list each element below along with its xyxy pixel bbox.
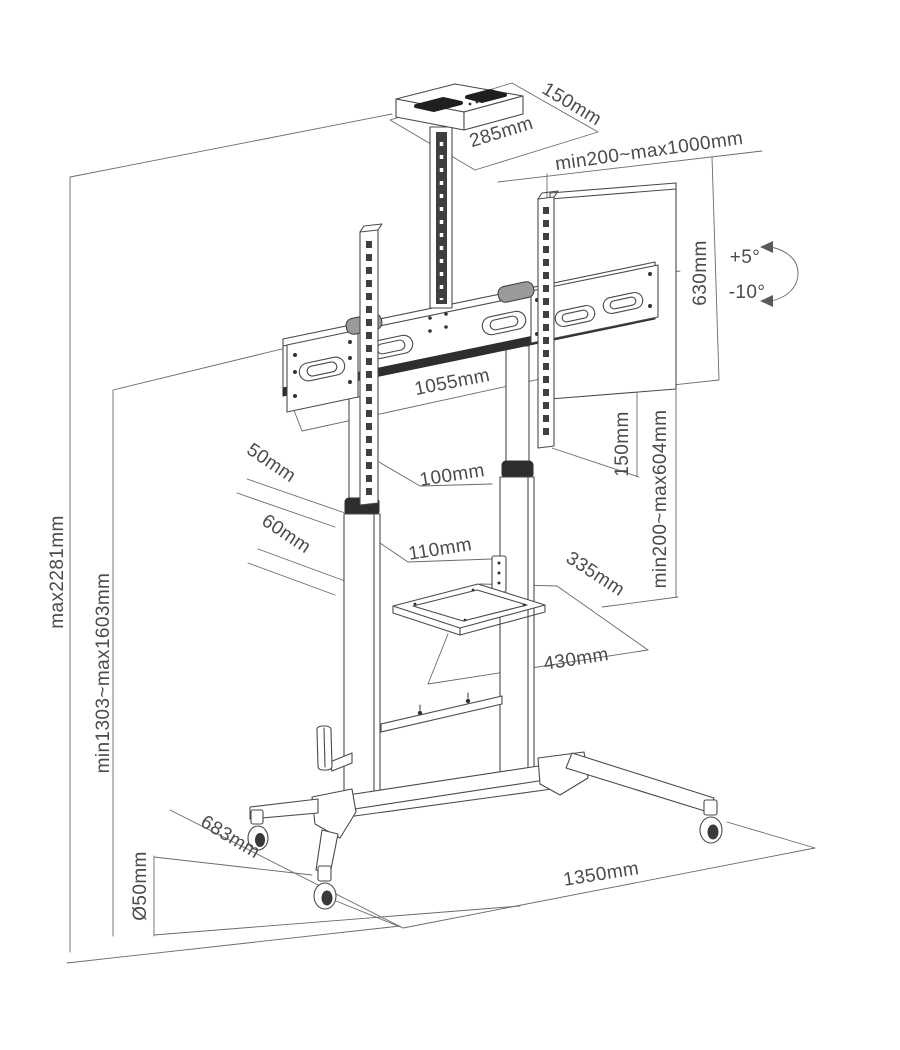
shelf-front-edge [392, 604, 546, 636]
dim-label-upper-column-front: 100mm [418, 460, 486, 491]
dim-label-camera-shelf-depth: 150mm [538, 79, 605, 131]
left-rear-leg [249, 798, 319, 820]
dim-mount-width-line [497, 150, 763, 201]
left-vesa-bracket [286, 329, 359, 413]
left-joint [311, 788, 357, 839]
right-vesa-bracket [530, 264, 659, 344]
dim-label-tilt-up: +5° [730, 247, 760, 268]
dim-overall-height-line [69, 113, 393, 953]
support-bar [380, 692, 503, 733]
right-upper-tube [505, 345, 530, 464]
camera-pad [465, 89, 507, 103]
dim-baseline-bottom-left [66, 925, 401, 964]
dim-height-range-line [112, 346, 291, 937]
dim-label-shelf-width: 430mm [542, 644, 610, 675]
dim-label-crossbar-length: 1055mm [413, 365, 492, 400]
av-shelf [392, 555, 546, 636]
dim-label-upper-column-side: 50mm [243, 439, 300, 487]
left-vesa-rail [359, 223, 383, 506]
caster-right [699, 799, 723, 844]
right-lower-tube [499, 476, 535, 773]
tilt-arrow [760, 241, 799, 307]
dim-shelf-width-line [427, 633, 649, 685]
dim-lower-column-front-leader [379, 542, 493, 563]
right-column [499, 345, 535, 773]
crank-handle [316, 725, 353, 772]
crossbar-oval [481, 310, 527, 336]
dim-label-rail-extension: 150mm [612, 411, 633, 476]
camera-pad [414, 97, 463, 112]
camera-shelf-side [463, 95, 524, 131]
dim-label-shelf-depth: 335mm [562, 548, 628, 601]
dim-upper-column-front-leader [378, 461, 493, 487]
dim-label-base-width: 1350mm [562, 858, 641, 891]
dim-label-lower-column-side: 60mm [258, 510, 315, 558]
base-assembly [247, 751, 723, 910]
right-collar-clamp [501, 460, 534, 479]
dim-label-screen-height: 630mm [690, 240, 711, 305]
camera-shelf [395, 83, 524, 131]
dim-label-overall-height: max2281mm [47, 515, 68, 628]
bar-spacer [497, 281, 535, 303]
base-beam-shadow [339, 788, 553, 819]
dim-label-caster-diameter: Ø50mm [130, 851, 151, 921]
tilt-arrowhead-down [760, 295, 773, 307]
dim-label-mount-width-range: min200~max1000mm [554, 128, 745, 175]
dim-lower-column-side-leader [247, 548, 346, 596]
dim-upper-column-side-leader [236, 478, 346, 528]
dim-label-height-adjust-range: min1303~max1603mm [93, 573, 114, 774]
right-vesa-rail [537, 190, 559, 449]
caster-left-rear [247, 809, 269, 851]
dim-caster-line [153, 855, 521, 937]
dim-label-mount-height-range: min200~max604mm [650, 410, 671, 589]
right-leg [565, 752, 715, 813]
dim-label-tilt-down: -10° [729, 282, 766, 303]
caster-left-front [313, 865, 337, 910]
camera-pole [429, 126, 453, 309]
dim-floor-edges [169, 809, 816, 929]
shelf-inner-recess [412, 589, 528, 622]
tilt-arrowhead-up [760, 241, 773, 253]
tv-panel-edge [549, 188, 677, 200]
